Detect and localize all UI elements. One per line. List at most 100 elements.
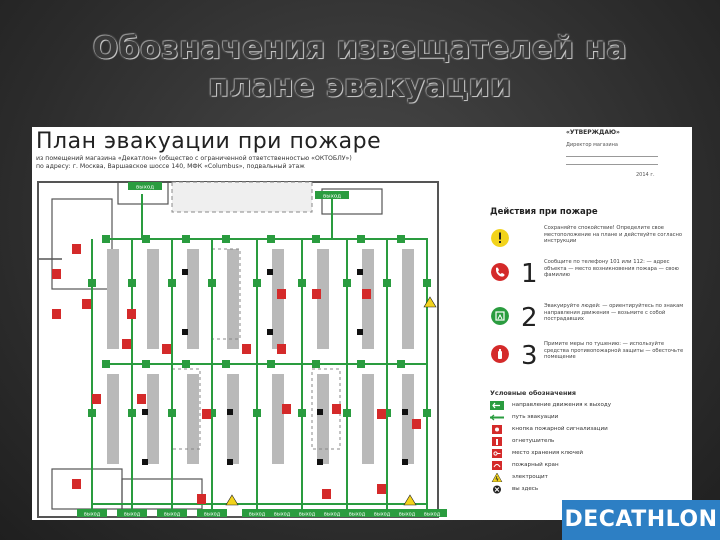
evacuation-plan-sheet: План эвакуации при пожаре из помещений м… <box>32 127 692 520</box>
exit-direction-sign <box>343 409 351 417</box>
exit-direction-sign <box>253 279 261 287</box>
exit-label: выход <box>249 511 266 517</box>
pillars-group <box>142 269 408 465</box>
exit-direction-sign <box>397 360 405 368</box>
exit-label: выход <box>399 511 416 517</box>
exit-direction-sign <box>88 279 96 287</box>
exit-direction-sign <box>182 235 190 243</box>
fire-equipment-marker <box>122 339 131 349</box>
fire-equipment-marker <box>277 289 286 299</box>
plan-header: План эвакуации при пожаре из помещений м… <box>36 129 566 171</box>
action-step-number: 1 <box>521 259 538 289</box>
pillar <box>142 409 148 415</box>
shelf <box>147 249 159 349</box>
legend-item: огнетушитель <box>490 437 690 447</box>
exit-direction-sign <box>267 235 275 243</box>
exit-label: выход <box>204 511 221 517</box>
fire-equipment-marker <box>322 489 331 499</box>
shelves-group <box>107 249 414 464</box>
evacuate-icon <box>491 307 509 325</box>
extinguisher-icon <box>491 345 509 363</box>
fire-equipment-marker <box>242 344 251 354</box>
fire-equipment-marker <box>52 269 61 279</box>
fire-equipment-marker <box>92 394 101 404</box>
warning-icon <box>491 229 509 247</box>
pillar <box>317 409 323 415</box>
exit-direction-sign <box>312 235 320 243</box>
pillar <box>402 409 408 415</box>
shelf <box>187 374 199 464</box>
fire-equipment-marker <box>312 289 321 299</box>
plan-title: План эвакуации при пожаре <box>36 129 382 154</box>
pillar <box>182 329 188 335</box>
exit-sign-bottom: выход <box>157 509 187 517</box>
legend-label: кнопка пожарной сигнализации <box>512 426 608 432</box>
shelf <box>107 249 119 349</box>
fire-equipment-marker <box>332 404 341 414</box>
phone-icon <box>491 263 509 281</box>
fire-equipment-marker <box>277 344 286 354</box>
shelf <box>147 374 159 464</box>
exit-direction-sign <box>222 360 230 368</box>
route-line-icon <box>490 414 504 421</box>
action-step-text: Эвакуируйте людей: — ориентируйтесь по з… <box>544 303 684 323</box>
shelf <box>227 249 239 349</box>
legend-label: вы здесь <box>512 486 539 492</box>
exit-sign-bottom: выход <box>317 509 347 517</box>
approval-role: Директор магазина <box>566 142 618 148</box>
exit-direction-sign <box>298 409 306 417</box>
side-panel: «УТВЕРЖДАЮ» Директор магазина 2014 г. Де… <box>484 127 692 520</box>
exit-label: выход <box>299 511 316 517</box>
exit-direction-icon <box>490 401 504 410</box>
electrical-icon <box>491 473 503 482</box>
exit-direction-sign <box>168 409 176 417</box>
exit-label: выход <box>374 511 391 517</box>
exit-label: выход <box>136 185 154 191</box>
exit-sign-top-left: выход <box>128 182 162 191</box>
exit-label: выход <box>349 511 366 517</box>
fire-equipment-group <box>52 244 421 504</box>
exit-direction-sign <box>208 279 216 287</box>
exit-sign-bottom: выход <box>292 509 322 517</box>
route-signs-group <box>88 235 431 417</box>
exit-direction-sign <box>383 409 391 417</box>
legend-item: электрощит <box>490 473 690 483</box>
legend-item: направление движения к выходу <box>490 401 690 411</box>
outer-wall <box>37 181 439 518</box>
legend-label: направление движения к выходу <box>512 402 612 408</box>
fire-equipment-marker <box>282 404 291 414</box>
legend-item: место хранения ключей <box>490 449 690 459</box>
exit-direction-sign <box>168 279 176 287</box>
electrical-warning-icon <box>225 494 239 506</box>
exit-direction-sign <box>267 360 275 368</box>
fire-equipment-marker <box>72 479 81 489</box>
exit-direction-sign <box>102 235 110 243</box>
brand-name: DECATHLON <box>564 507 718 532</box>
legend-label: электрощит <box>512 474 548 480</box>
exit-direction-sign <box>357 360 365 368</box>
exit-sign-bottom: выход <box>197 509 227 517</box>
pillar <box>267 269 273 275</box>
shelf <box>227 374 239 464</box>
shelf <box>187 249 199 349</box>
approval-year: 2014 г. <box>636 172 655 178</box>
shelf <box>402 374 414 464</box>
exit-sign-bottom: выход <box>242 509 272 517</box>
exit-label: выход <box>124 511 141 517</box>
pillar <box>357 329 363 335</box>
fire-equipment-marker <box>82 299 91 309</box>
signature-line <box>566 149 658 157</box>
fire-equipment-marker <box>72 244 81 254</box>
exit-direction-sign <box>423 409 431 417</box>
pillar <box>267 329 273 335</box>
action-step-text: Сохраняйте спокойствие! Определите свое … <box>544 225 683 245</box>
exit-direction-sign <box>423 279 431 287</box>
actions-title: Действия при пожаре <box>490 207 598 217</box>
brand-logo: DECATHLON <box>562 500 720 540</box>
approval-heading: «УТВЕРЖДАЮ» <box>566 129 620 136</box>
exit-direction-sign <box>142 235 150 243</box>
plan-subtitle-line2: по адресу: г. Москва, Варшавское шоссе 1… <box>36 163 305 170</box>
shelf <box>402 249 414 349</box>
exit-label: выход <box>84 511 101 517</box>
